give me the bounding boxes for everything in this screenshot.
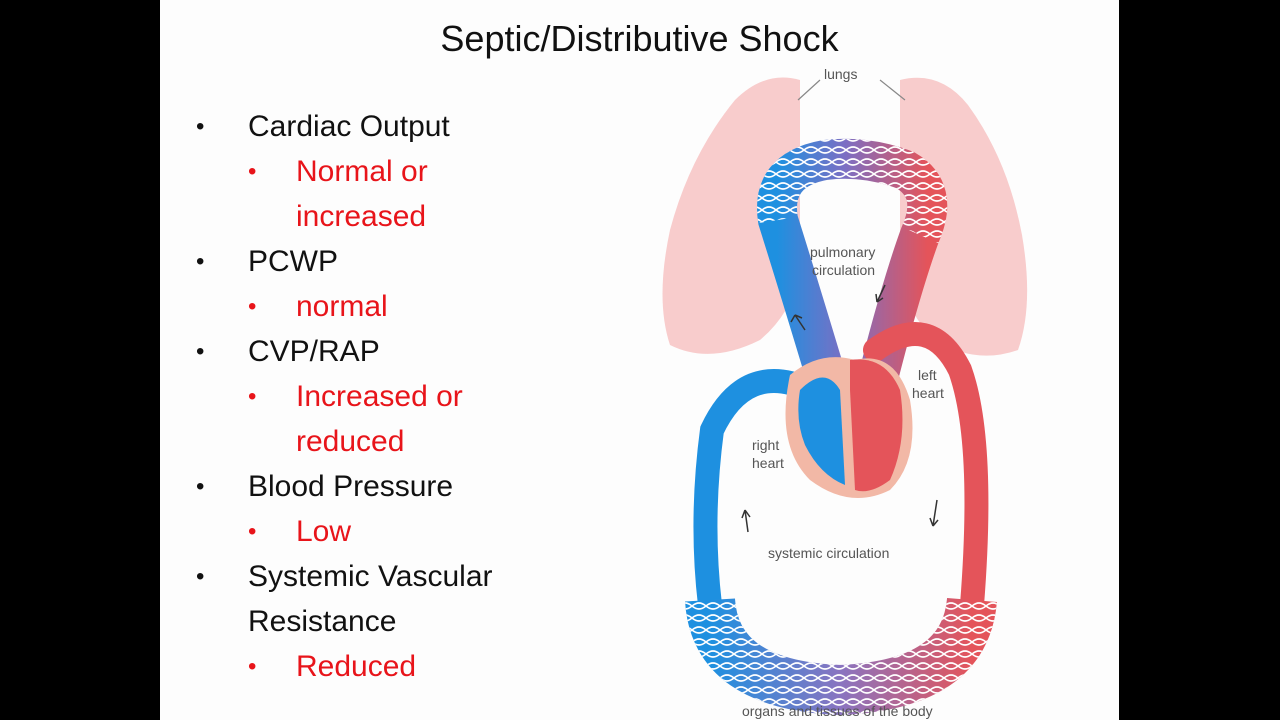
- left-lung: [662, 77, 800, 354]
- bullet-icon: •: [248, 518, 257, 545]
- sub-bullet: • Low: [196, 509, 556, 554]
- bullet-icon: •: [196, 563, 205, 590]
- right-lung: [900, 77, 1028, 356]
- right-heart-chamber: [798, 377, 845, 485]
- sub-bullet: • normal: [196, 284, 556, 329]
- pulmonary-label: pulmonary: [810, 244, 875, 260]
- bullet-label: Cardiac Output: [248, 110, 450, 143]
- bullet-label: CVP/RAP: [248, 335, 380, 368]
- systemic-mesh: [685, 596, 997, 716]
- sub-bullet-label: Low: [296, 515, 352, 548]
- sub-bullet-label: Reduced: [296, 650, 417, 683]
- bullet-icon: •: [196, 113, 205, 140]
- bullet-svr-continued: Resistance: [196, 599, 556, 644]
- sub-bullet-label: normal: [296, 290, 388, 323]
- lungs-pointer: [797, 79, 906, 101]
- sub-bullet: • Increased or: [196, 374, 556, 419]
- sub-bullet-label: Increased or: [296, 380, 463, 413]
- slide-title: Septic/Distributive Shock: [440, 18, 839, 59]
- pulmonary-label: circulation: [812, 262, 875, 278]
- sub-bullet-continued: increased: [196, 194, 556, 239]
- circulation-svg: lungs pulmonary circulation left heart r…: [662, 66, 1028, 719]
- slide: Septic/Distributive Shock • Cardiac Outpu…: [160, 0, 1119, 720]
- left-heart-chamber: [850, 359, 903, 492]
- organs-label: organs and tissues of the body: [742, 703, 933, 719]
- bullet-label: Resistance: [248, 605, 397, 638]
- flow-arrow-icon: [929, 499, 939, 527]
- bullet-icon: •: [248, 653, 257, 680]
- sub-bullet-label: reduced: [296, 425, 405, 458]
- bullet-icon: •: [196, 473, 205, 500]
- bullet-list: • Cardiac Output • Normal or increased • PC…: [196, 104, 556, 689]
- lungs-label: lungs: [824, 66, 857, 82]
- bullet-icon: •: [248, 158, 257, 185]
- bullet-label: PCWP: [248, 245, 338, 278]
- right-heart-label: heart: [752, 455, 784, 471]
- left-heart-label: heart: [912, 385, 944, 401]
- bullet-icon: •: [196, 248, 205, 275]
- bullet-blood-pressure: • Blood Pressure: [196, 464, 556, 509]
- venous-return: [693, 369, 822, 617]
- arterial-outflow: [863, 322, 989, 617]
- bullet-pcwp: • PCWP: [196, 239, 556, 284]
- pulmonary-mesh: [757, 138, 948, 244]
- flow-arrow-icon: [875, 284, 886, 303]
- bullet-cardiac-output: • Cardiac Output: [196, 104, 556, 149]
- sub-bullet-label: Normal or: [296, 155, 428, 188]
- circulation-diagram: lungs pulmonary circulation left heart r…: [650, 60, 1050, 720]
- bullet-icon: •: [248, 383, 257, 410]
- bullet-svr: • Systemic Vascular: [196, 554, 556, 599]
- sub-bullet: • Reduced: [196, 644, 556, 689]
- flow-arrow-icon: [790, 314, 806, 331]
- bullet-label: Systemic Vascular: [248, 560, 493, 593]
- flow-arrow-icon: [741, 509, 751, 533]
- bullet-icon: •: [196, 338, 205, 365]
- bullet-cvp-rap: • CVP/RAP: [196, 329, 556, 374]
- bullet-icon: •: [248, 293, 257, 320]
- bullet-label: Blood Pressure: [248, 470, 454, 503]
- sub-bullet: • Normal or: [196, 149, 556, 194]
- right-heart-label: right: [752, 437, 779, 453]
- sub-bullet-continued: reduced: [196, 419, 556, 464]
- left-heart-label: left: [918, 367, 937, 383]
- sub-bullet-label: increased: [296, 200, 427, 233]
- systemic-label: systemic circulation: [768, 545, 889, 561]
